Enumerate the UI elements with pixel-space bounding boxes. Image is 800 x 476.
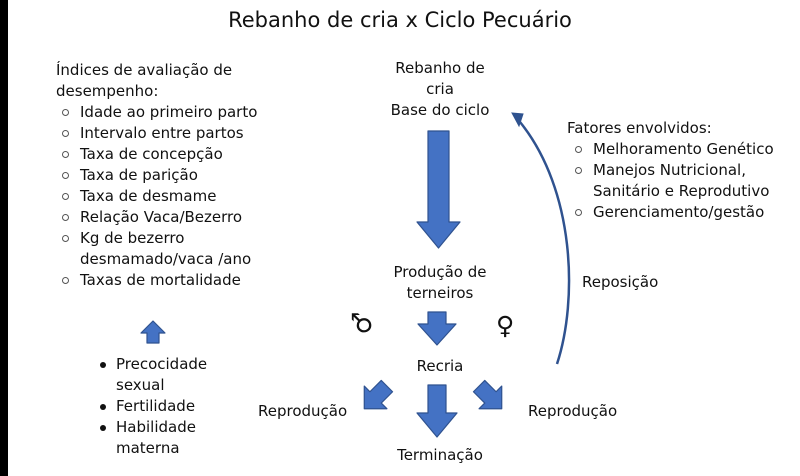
- diagram-title: Rebanho de cria x Ciclo Pecuário: [228, 8, 572, 32]
- reproducao-left-label: Reprodução: [258, 402, 348, 420]
- list-item: Idade ao primeiro parto: [60, 102, 257, 123]
- indices-heading-line-1: Índices de avaliação de: [56, 61, 233, 79]
- list-item: Taxa de concepção: [60, 144, 257, 165]
- list-item: Taxa de parição: [60, 165, 257, 186]
- arrow-recria-to-terminacao: [416, 384, 458, 438]
- reposicao-curve: [519, 121, 571, 365]
- indices-list: Idade ao primeiro parto Intervalo entre …: [60, 102, 257, 291]
- indices-block: Índices de avaliação de desempenho: Idad…: [56, 60, 257, 291]
- list-item: Taxas de mortalidade: [60, 270, 257, 291]
- female-symbol-icon: ♀: [496, 311, 515, 340]
- fatores-list: Melhoramento Genético Manejos Nutriciona…: [573, 139, 774, 223]
- list-item: Relação Vaca/Bezerro: [60, 207, 257, 228]
- terminacao-node: Terminação: [397, 446, 483, 464]
- arrow-reproducao-left: [363, 379, 394, 410]
- fatores-block: Fatores envolvidos: Melhoramento Genétic…: [567, 118, 774, 223]
- list-item: Taxa de desmame: [60, 186, 257, 207]
- left-edge-bar: [0, 0, 8, 476]
- list-item: Manejos Nutricional,Sanitário e Reprodut…: [573, 160, 774, 202]
- recria-node: Recria: [416, 357, 464, 375]
- arrow-reproducao-right: [472, 379, 503, 410]
- indices-heading-line-2: desempenho:: [56, 82, 159, 100]
- arrow-producao-to-recria: [417, 311, 457, 346]
- reposicao-label: Reposição: [582, 273, 659, 291]
- arrow-up-traits: [140, 320, 166, 344]
- list-item: Fertilidade: [100, 396, 207, 417]
- list-item: Melhoramento Genético: [573, 139, 774, 160]
- list-item: Gerenciamento/gestão: [573, 202, 774, 223]
- list-item: Intervalo entre partos: [60, 123, 257, 144]
- fatores-heading: Fatores envolvidos:: [567, 119, 712, 137]
- rebanho-node: Rebanho de cria Base do ciclo: [390, 59, 490, 119]
- reposicao-arrowhead-icon: [511, 112, 524, 128]
- producao-node: Produção de terneiros: [393, 263, 487, 302]
- arrow-rebanho-to-producao: [416, 130, 461, 249]
- reproducao-right-label: Reprodução: [528, 402, 618, 420]
